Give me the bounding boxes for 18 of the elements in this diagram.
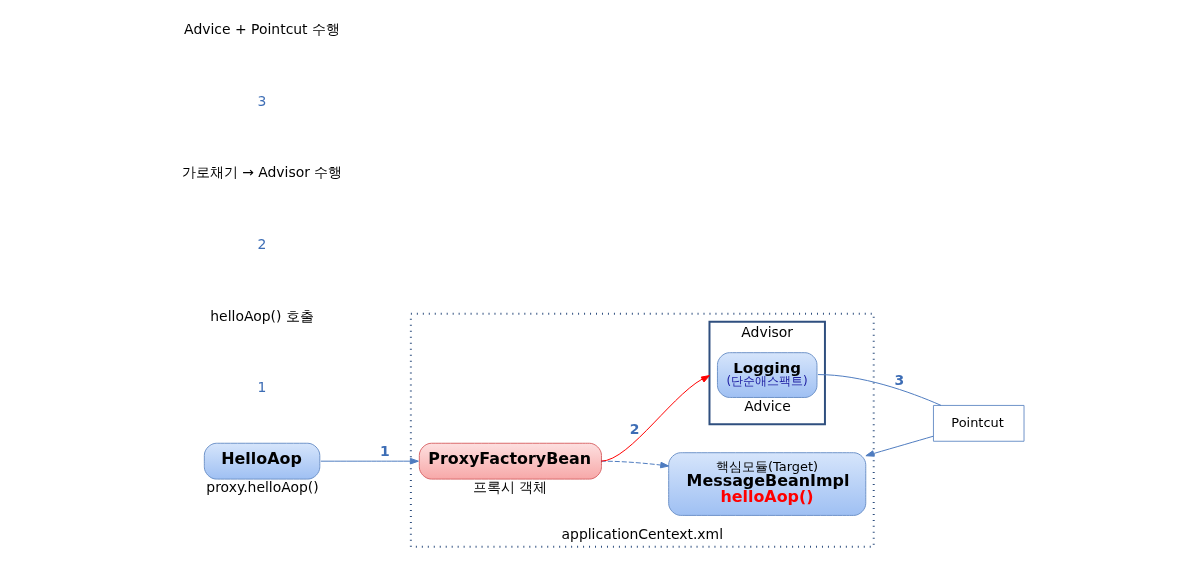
arrow	[865, 435, 934, 457]
arrow	[320, 457, 419, 465]
label: 3	[257, 92, 267, 109]
edge-label: 2	[629, 420, 640, 437]
edge-label: 3	[894, 371, 905, 388]
label: 1	[257, 379, 267, 396]
node-label: 프록시 객체	[472, 479, 548, 496]
node-label: proxy.helloAop()	[206, 479, 319, 496]
label: Advice + Pointcut 수행	[184, 20, 341, 37]
label: helloAop() 호출	[210, 307, 314, 324]
node-label: Advice	[744, 397, 791, 414]
label: 2	[257, 235, 267, 252]
connector	[817, 374, 942, 406]
edge-label: 1	[380, 443, 390, 460]
node-box: Pointcut	[932, 404, 1025, 442]
label: 가로채기 → Advisor 수행	[181, 164, 343, 181]
arrow	[600, 375, 710, 462]
node-box: 핵심모듈(Target) MessageBeanImpl helloAop()	[668, 452, 867, 516]
